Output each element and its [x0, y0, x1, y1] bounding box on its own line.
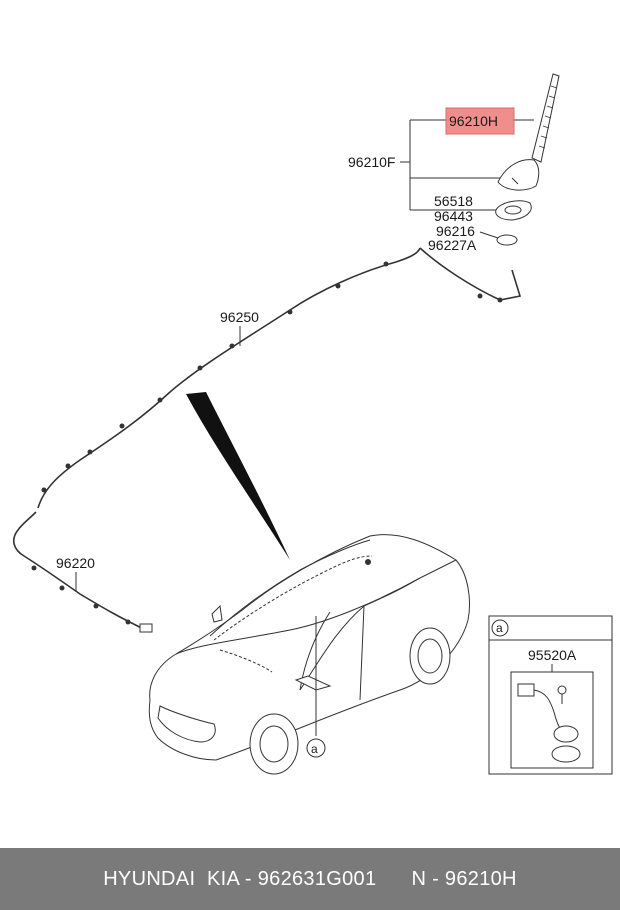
parts-diagram: 96210H 96210F 56518 96443 96216 96227A 9… [12, 73, 613, 775]
label-96210F: 96210F [348, 154, 395, 170]
car-illustration: a [148, 534, 470, 775]
mounting-nut [496, 234, 518, 246]
gasket-hole [504, 205, 522, 215]
label-96216: 96216 [436, 223, 475, 239]
antenna-assembly [497, 73, 560, 191]
footer-bar: HYUNDAI KIA - 962631G001 N - 96210H [0, 848, 620, 910]
footer-text: HYUNDAI KIA - 962631G001 N - 96210H [103, 868, 517, 890]
extension-cable-96220 [12, 511, 153, 633]
label-56518: 56518 [434, 193, 473, 209]
label-95520A: 95520A [528, 647, 577, 663]
label-96227A: 96227A [428, 237, 477, 253]
highlight-96210H [445, 107, 515, 135]
car-detail-marker [306, 738, 326, 758]
label-96250: 96250 [220, 309, 259, 325]
car-marker-label: a [311, 742, 318, 756]
location-pointer [186, 392, 290, 560]
label-96210H: 96210H [449, 113, 498, 129]
detail-marker-label: a [496, 621, 503, 635]
label-96443: 96443 [434, 208, 473, 224]
callout-bracket-96210F [400, 119, 534, 239]
feeder-cable-96250 [37, 247, 522, 509]
detail-box-a: a 95520A [488, 615, 613, 775]
label-96220: 96220 [56, 555, 95, 571]
